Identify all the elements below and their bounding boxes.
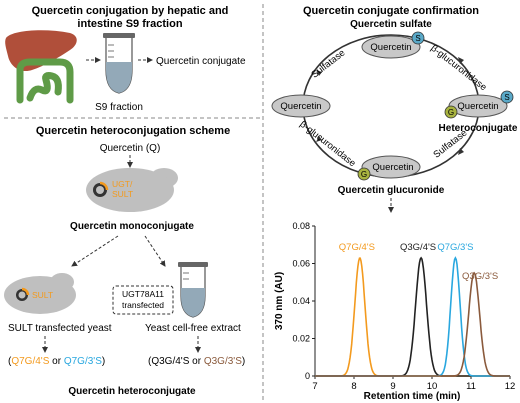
sult-enzyme-label: SULT bbox=[112, 189, 133, 199]
badge-g-right: G bbox=[448, 108, 454, 117]
sult-label: SULT bbox=[32, 290, 53, 300]
cycle-arrow-sulfatase-2 bbox=[458, 148, 464, 155]
right-title: Quercetin conjugate confirmation bbox=[303, 5, 479, 17]
left-result-text: (Q7G/4'S or Q7G/3'S) bbox=[8, 356, 105, 367]
axis-ticks: 7 8 9 10 11 12 0 0.02 0.04 0.06 0.08 bbox=[292, 221, 515, 392]
top-left-title-line2: intestine S9 fraction bbox=[77, 18, 182, 30]
series-label: Q7G/4'S bbox=[339, 242, 375, 253]
heteroconjugate-bottom-label: Quercetin heteroconjugate bbox=[68, 386, 196, 397]
badge-s-right: S bbox=[504, 93, 509, 102]
arrow-to-cellfree bbox=[144, 235, 166, 267]
chromatogram-chart: 7 8 9 10 11 12 0 0.02 0.04 0.06 0.08 Q7G/4'S Q3G/4'… bbox=[274, 221, 515, 402]
x-tick-label: 11 bbox=[466, 381, 476, 392]
bottom-left-title: Quercetin heteroconjugation scheme bbox=[36, 125, 230, 137]
arrow-to-sult-yeast bbox=[71, 235, 119, 267]
sult-transfected-yeast-label: SULT transfected yeast bbox=[8, 323, 112, 334]
y-tick-label: 0 bbox=[305, 371, 310, 381]
beta-glucuronidase-label-1: β-glucuronidase bbox=[428, 43, 488, 93]
quercetin-conjugate-label: Quercetin conjugate bbox=[156, 56, 246, 67]
node-right-label: Quercetin bbox=[457, 101, 498, 112]
ugt-enzyme-label: UGT/ bbox=[112, 179, 133, 189]
sulfate-badge-right-icon bbox=[500, 90, 514, 104]
ugt78a11-label: UGT78A11 bbox=[122, 289, 164, 299]
monoconjugate-label: Quercetin monoconjugate bbox=[70, 221, 194, 232]
cycle-arrow-glucuronidase-1 bbox=[458, 57, 464, 64]
transfected-label: transfected bbox=[122, 300, 164, 310]
right-result-text: (Q3G/4'S or Q3G/3'S) bbox=[148, 356, 245, 367]
y-tick-label: 0.04 bbox=[292, 296, 310, 306]
series-line bbox=[315, 271, 510, 377]
cycle-arrow-glucuronidase-2 bbox=[316, 136, 322, 142]
sult-yeast-icon bbox=[4, 273, 76, 314]
sulfate-badge-icon bbox=[411, 31, 425, 45]
x-tick-label: 10 bbox=[427, 381, 438, 392]
node-top-label: Quercetin bbox=[370, 42, 411, 53]
quercetin-q-label: Quercetin (Q) bbox=[100, 143, 161, 154]
node-quercetin-glucuronide bbox=[361, 155, 421, 179]
series-label: Q7G/3'S bbox=[437, 242, 473, 253]
quercetin-glucuronide-label: Quercetin glucuronide bbox=[338, 185, 445, 196]
intestine-icon bbox=[16, 58, 74, 104]
quercetin-sulfate-title: Quercetin sulfate bbox=[350, 19, 432, 30]
series-label: Q3G/3'S bbox=[462, 271, 498, 282]
beta-glucuronidase-label-2: β-glucuronidase bbox=[297, 119, 357, 169]
yeast-cell-icon bbox=[86, 168, 178, 212]
y-tick-label: 0.08 bbox=[292, 221, 310, 231]
y-axis-label: 370 nm (AU) bbox=[274, 272, 285, 330]
heteroconjugate-label: Heteroconjugate bbox=[439, 123, 518, 134]
ugt78a11-box bbox=[112, 285, 174, 315]
sulfatase-label-1: Sulfatase bbox=[309, 47, 347, 80]
badge-s-top: S bbox=[415, 34, 420, 43]
y-tick-label: 0.02 bbox=[292, 334, 310, 344]
glucuronide-badge-bottom-icon bbox=[357, 167, 371, 181]
x-tick-label: 9 bbox=[390, 381, 395, 392]
x-tick-label: 12 bbox=[505, 381, 516, 392]
node-quercetin-sulfate bbox=[361, 35, 421, 59]
node-left-label: Quercetin bbox=[280, 101, 321, 112]
cycle-arrow-sulfatase-1 bbox=[316, 70, 322, 76]
chromatogram-curves bbox=[315, 256, 510, 377]
x-tick-label: 7 bbox=[312, 381, 317, 392]
cellfree-tube-icon bbox=[178, 262, 208, 318]
glucuronide-badge-right-icon bbox=[444, 105, 458, 119]
top-left-title-line1: Quercetin conjugation by hepatic and bbox=[32, 5, 229, 17]
s9-fraction-label: S9 fraction bbox=[95, 102, 143, 113]
x-tick-label: 8 bbox=[351, 381, 356, 392]
badge-g-bottom: G bbox=[361, 170, 367, 179]
y-tick-label: 0.06 bbox=[292, 259, 310, 269]
node-bottom-label: Quercetin bbox=[372, 162, 413, 173]
x-axis-label: Retention time (min) bbox=[364, 391, 461, 402]
series-label: Q3G/4'S bbox=[400, 242, 436, 253]
node-quercetin bbox=[271, 94, 331, 118]
cellfree-extract-label: Yeast cell-free extract bbox=[145, 323, 241, 334]
s9-tube-icon bbox=[103, 33, 135, 94]
